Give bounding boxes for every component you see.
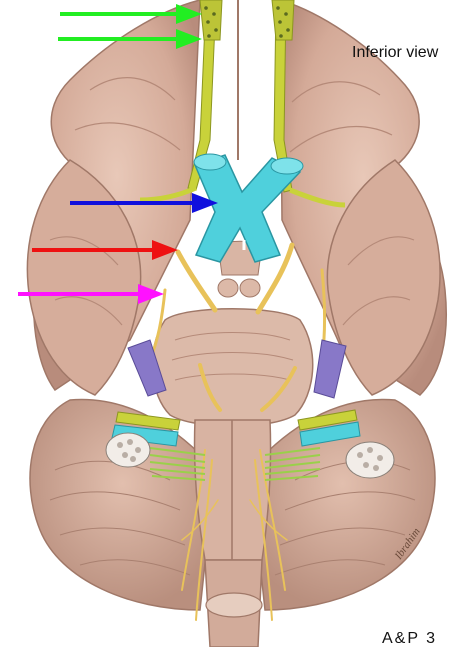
brainstem bbox=[151, 240, 314, 647]
left-oculomotor-nerve bbox=[175, 249, 218, 313]
mammillary-body-right bbox=[239, 278, 261, 298]
olfactory-arrow-2 bbox=[58, 29, 202, 49]
pons bbox=[151, 308, 314, 427]
right-abducens-nerve bbox=[260, 366, 297, 412]
left-abducens-nerve bbox=[198, 363, 222, 412]
optic-chiasm bbox=[193, 153, 304, 263]
right-trigeminal-nerve bbox=[313, 339, 347, 399]
olfactory-nerves bbox=[139, 0, 346, 208]
vagus-nerves bbox=[149, 447, 321, 481]
left-trigeminal-nerve bbox=[127, 339, 167, 397]
oculomotor-arrow bbox=[32, 240, 178, 260]
pointer-arrows bbox=[18, 4, 218, 304]
optic-chiasm-arrow bbox=[70, 193, 218, 213]
right-choroid-plexus bbox=[345, 441, 395, 479]
trigeminal-nerves bbox=[127, 339, 347, 399]
mammillary-body-left bbox=[217, 278, 239, 298]
left-olfactory-bulb bbox=[199, 0, 223, 41]
corner-label: A&P 3 bbox=[382, 630, 438, 647]
view-label: Inferior view bbox=[352, 44, 439, 61]
left-vestibulocochlear-nerve bbox=[111, 424, 179, 447]
right-olfactory-bulb bbox=[271, 0, 295, 41]
optic-chiasm-shape bbox=[193, 154, 302, 263]
left-choroid-plexus bbox=[105, 432, 151, 468]
trochlear-arrow bbox=[18, 284, 164, 304]
choroid-plexus bbox=[105, 432, 395, 479]
right-vestibulocochlear-nerve bbox=[299, 421, 361, 447]
left-temporal-lobe bbox=[26, 159, 142, 396]
olfactory-arrow-1 bbox=[60, 4, 202, 24]
left-facial-nerve bbox=[115, 411, 181, 431]
right-temporal-lobe bbox=[326, 159, 441, 396]
right-oculomotor-nerve bbox=[255, 242, 295, 315]
facial-vestibulocochlear bbox=[111, 409, 361, 447]
right-facial-nerve bbox=[297, 409, 358, 431]
spinal-cord-cut bbox=[205, 592, 263, 618]
